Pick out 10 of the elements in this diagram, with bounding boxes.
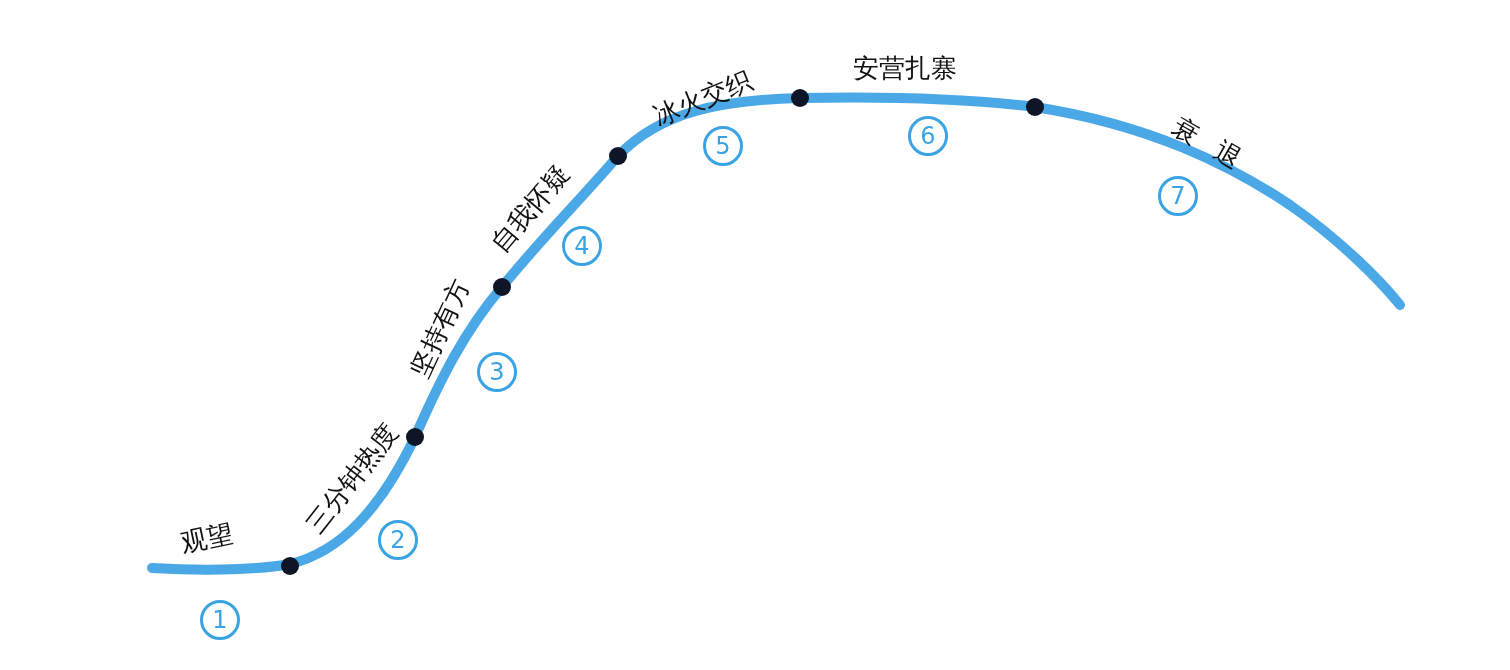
step-number: 5 [703,126,743,166]
stage-label: 坚持有方 [406,275,474,381]
step-number: 6 [908,116,948,156]
step-number: 1 [200,600,240,640]
step-number: 4 [562,226,602,266]
step-number: 7 [1158,176,1198,216]
stage-label: 安营扎寨 [853,55,957,81]
step-number: 2 [378,520,418,560]
step-number: 3 [477,352,517,392]
stage-label: 观望 [178,519,236,557]
